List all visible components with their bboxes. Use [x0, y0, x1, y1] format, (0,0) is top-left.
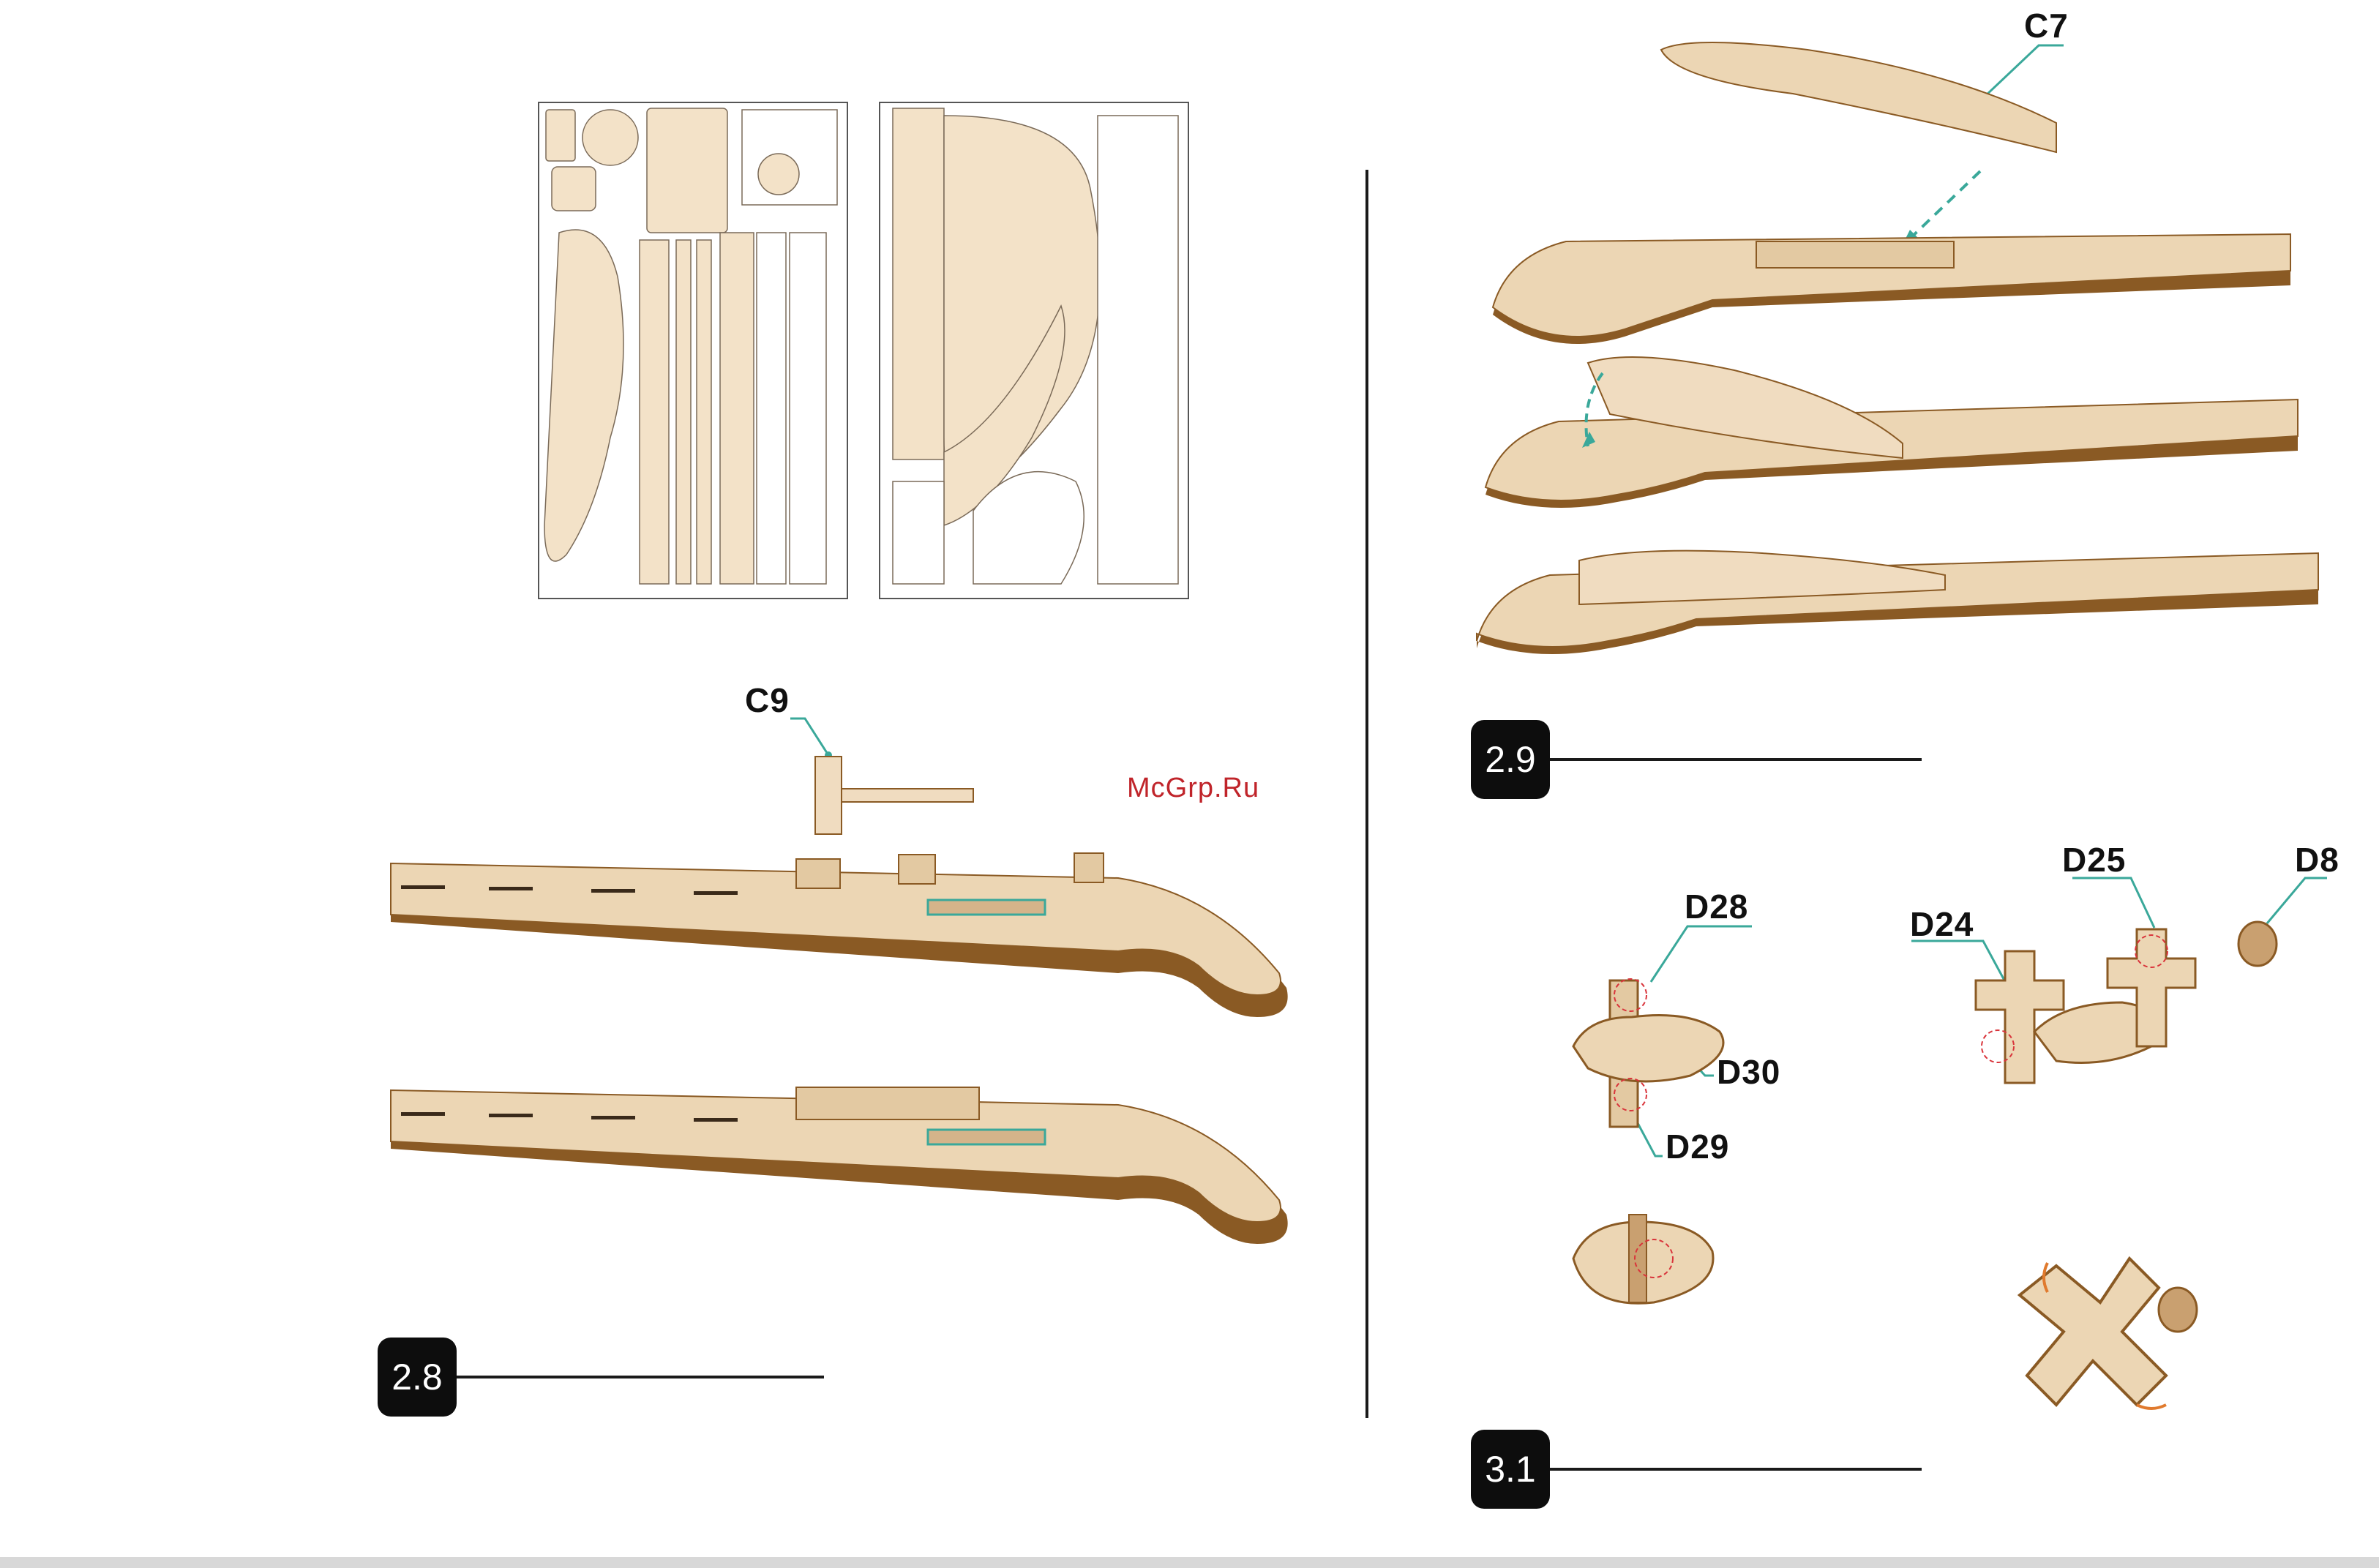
- cross-assembled: [2034, 1237, 2210, 1427]
- step-badge-3-1: 3.1: [1471, 1430, 1550, 1509]
- gear-assembled-d: [1566, 1207, 1720, 1310]
- page-bottom-bar: [0, 1557, 2379, 1568]
- step-line-3-1: [1550, 1468, 1922, 1471]
- gear-assembly-d28-d30-d29: [1551, 966, 1734, 1141]
- cross-assembly-d24-d25-d8: [1932, 915, 2269, 1149]
